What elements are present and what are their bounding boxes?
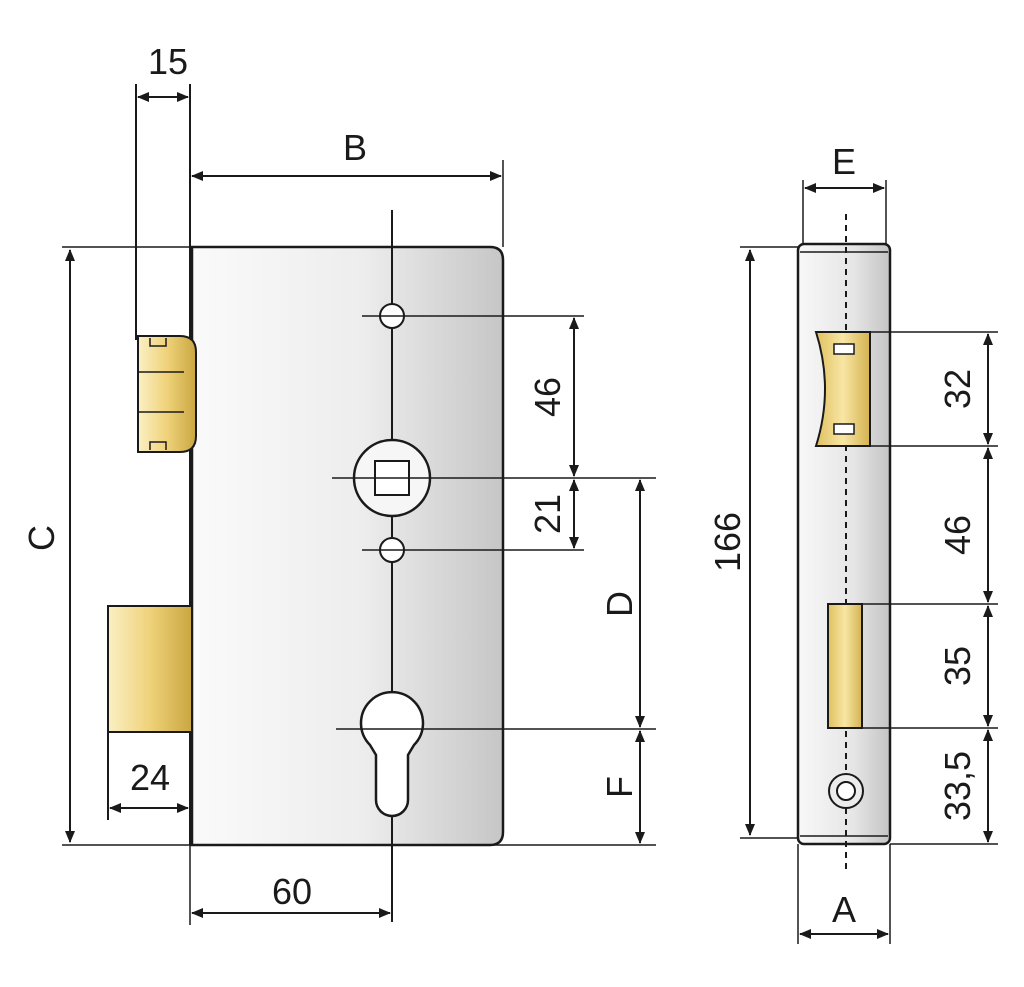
dim-C-label: C	[21, 525, 62, 551]
dim-46-front-label: 46	[527, 377, 568, 417]
dim-E-label: E	[832, 141, 856, 182]
dim-46-side-label: 46	[937, 515, 978, 555]
dim-60-label: 60	[272, 871, 312, 912]
deadbolt-face	[827, 603, 863, 729]
dim-B-label: B	[343, 127, 367, 168]
latch-bolt-face	[814, 331, 871, 447]
dim-15-label: 15	[148, 41, 188, 82]
lock-case-plate	[190, 245, 505, 847]
latch-bolt	[137, 335, 197, 453]
side-view: E 166 32 46 35 33,5 A	[707, 141, 998, 944]
spindle-follower	[332, 438, 656, 518]
dim-F-label: F	[599, 776, 640, 798]
dim-166-label: 166	[707, 512, 748, 572]
dim-35-label: 35	[937, 646, 978, 686]
dim-A-label: A	[832, 889, 856, 930]
cylinder-cutout	[359, 690, 425, 818]
dim-33-5-label: 33,5	[937, 751, 978, 821]
deadbolt	[107, 605, 193, 733]
faceplate-screw	[828, 773, 864, 809]
dim-D-label: D	[599, 591, 640, 617]
dim-32-label: 32	[937, 369, 978, 409]
dim-24-label: 24	[130, 757, 170, 798]
dim-21-label: 21	[527, 494, 568, 534]
front-view: 15 B C 46 21 D F 24 60	[21, 41, 656, 925]
